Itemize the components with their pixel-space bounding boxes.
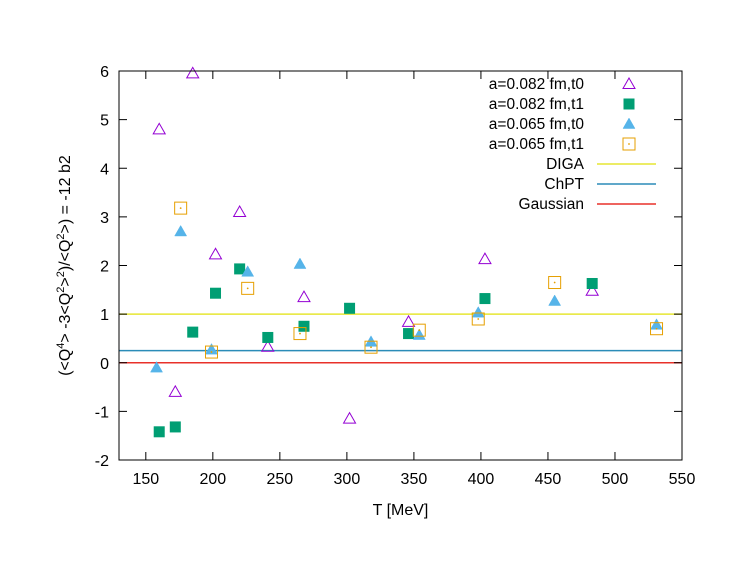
point-series-2 [586, 277, 598, 289]
point-series-2 [153, 426, 165, 438]
point-series-4 [364, 340, 378, 354]
data-points [150, 66, 664, 438]
x-tick-label: 300 [334, 471, 361, 488]
y-tick-label: 4 [100, 161, 109, 178]
point-series-3 [471, 306, 485, 318]
y-tick-label: 3 [100, 210, 109, 227]
x-axis-label: T [MeV] [373, 502, 429, 519]
point-series-2 [403, 328, 415, 340]
axes: 150 200 250 300 350 400 450 500 550 -2 -1 0 1 2 3 4 5 6 [95, 64, 696, 488]
point-series-3 [548, 294, 562, 306]
point-series-2 [210, 287, 222, 299]
point-series-1 [585, 283, 600, 296]
point-series-3 [650, 318, 663, 330]
point-series-1 [297, 290, 311, 303]
y-tick-label: 0 [100, 356, 109, 373]
point-series-1 [260, 339, 275, 352]
legend-marker [622, 137, 636, 151]
legend-label: Gaussian [519, 196, 584, 213]
legend-label: DIGA [546, 156, 585, 173]
point-series-4 [471, 312, 485, 326]
y-axis-label: (<Q4> -3<Q2>2)/<Q2>) = -12 b2 [55, 155, 74, 376]
x-tick-label: 550 [669, 471, 696, 488]
x-tick-label: 450 [535, 471, 562, 488]
legend-label: a=0.082 fm,t0 [489, 76, 585, 93]
point-series-4 [293, 327, 307, 341]
point-series-3 [241, 265, 255, 277]
point-series-1 [168, 384, 183, 397]
point-series-2 [187, 326, 199, 338]
legend-label: a=0.065 fm,t0 [489, 116, 585, 133]
point-series-1 [401, 314, 416, 327]
point-series-4 [412, 323, 426, 337]
point-series-3 [174, 224, 188, 237]
point-series-4 [174, 201, 188, 215]
point-series-2 [169, 421, 181, 433]
y-tick-label: 5 [100, 113, 109, 130]
point-series-1 [208, 247, 223, 260]
point-series-1 [232, 205, 247, 218]
point-series-4 [204, 345, 218, 359]
point-series-3 [205, 343, 218, 355]
legend-label: a=0.065 fm,t1 [489, 136, 584, 153]
plot-frame [118, 70, 683, 461]
y-tick-label: -1 [95, 404, 109, 421]
x-tick-label: 250 [267, 471, 294, 488]
point-series-3 [293, 257, 307, 269]
y-tick-label: 6 [100, 64, 109, 81]
point-series-4 [241, 281, 255, 295]
legend-marker [622, 117, 636, 129]
legend-marker [622, 76, 636, 89]
point-series-1 [342, 411, 357, 424]
x-tick-label: 150 [132, 471, 159, 488]
x-tick-label: 200 [199, 471, 226, 488]
legend-label: ChPT [544, 176, 584, 193]
point-series-3 [150, 361, 163, 373]
x-tick-label: 350 [401, 471, 428, 488]
x-tick-label: 500 [602, 471, 629, 488]
reference-lines [119, 313, 682, 364]
point-series-2 [262, 331, 274, 343]
point-series-1 [185, 66, 200, 79]
point-series-2 [298, 320, 310, 332]
point-series-3 [412, 328, 426, 340]
x-tick-label: 400 [468, 471, 495, 488]
point-series-4 [548, 276, 562, 290]
y-tick-label: 1 [100, 307, 109, 324]
legend: a=0.082 fm,t0 a=0.082 fm,t1 a=0.065 fm,t0 a… [489, 76, 656, 213]
point-series-1 [478, 252, 492, 265]
legend-label: a=0.082 fm,t1 [489, 96, 584, 113]
y-tick-label: -2 [95, 453, 109, 470]
point-series-2 [344, 302, 356, 314]
point-series-4 [650, 322, 664, 336]
legend-marker [623, 98, 635, 110]
y-tick-label: 2 [100, 259, 109, 276]
point-series-2 [234, 263, 246, 275]
point-series-2 [479, 293, 491, 305]
point-series-1 [152, 122, 167, 135]
